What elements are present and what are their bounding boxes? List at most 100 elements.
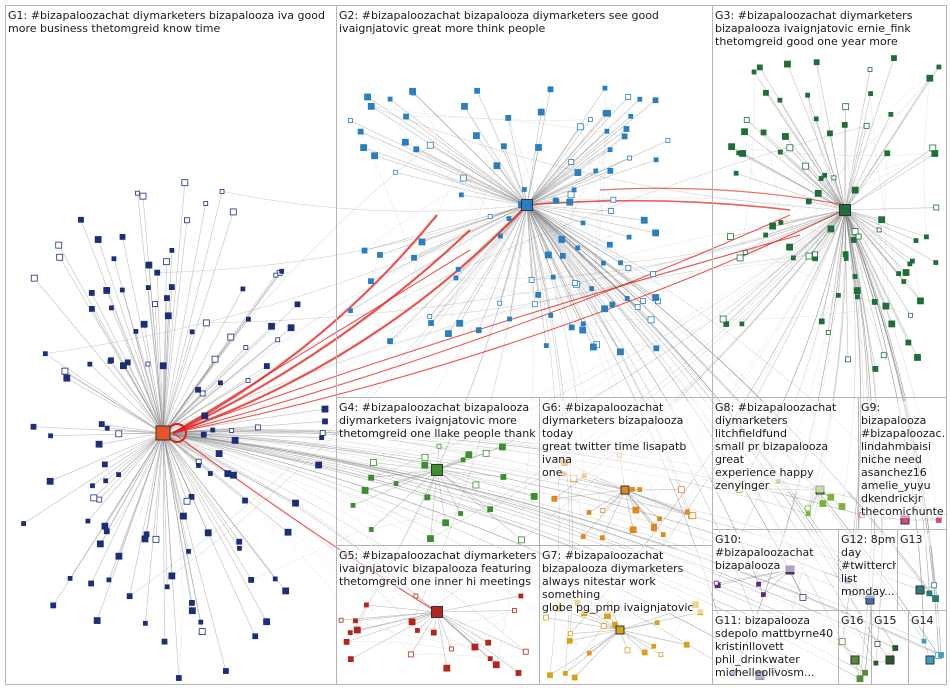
graph-node-g1[interactable] xyxy=(145,285,151,290)
graph-node-g3[interactable] xyxy=(868,91,873,96)
graph-node-g2[interactable] xyxy=(593,168,599,174)
graph-node-g3[interactable] xyxy=(827,225,835,233)
graph-node-g1[interactable] xyxy=(252,633,259,640)
graph-node-g2[interactable] xyxy=(652,294,660,301)
graph-node-g2[interactable] xyxy=(501,143,507,150)
graph-node-g3[interactable] xyxy=(763,89,769,96)
graph-node-g3[interactable] xyxy=(901,279,907,284)
graph-node-g3[interactable] xyxy=(813,116,819,122)
graph-node-g3[interactable] xyxy=(913,238,919,243)
graph-node-g1[interactable] xyxy=(200,431,207,438)
graph-node-g1[interactable] xyxy=(268,322,275,330)
graph-node-g3[interactable] xyxy=(736,254,744,262)
graph-node-g3[interactable] xyxy=(863,122,870,129)
graph-node-g7[interactable] xyxy=(600,623,607,630)
graph-node-g3[interactable] xyxy=(777,97,783,103)
graph-node-g1[interactable] xyxy=(210,427,216,433)
graph-node-g2[interactable] xyxy=(392,169,398,175)
hub-node-g16[interactable] xyxy=(850,655,860,665)
graph-node-g1[interactable] xyxy=(104,425,110,431)
graph-node-g3[interactable] xyxy=(867,67,873,72)
graph-node-g1[interactable] xyxy=(204,529,212,537)
graph-node-g1[interactable] xyxy=(168,572,176,580)
graph-node-g3[interactable] xyxy=(914,354,921,361)
graph-node-g3[interactable] xyxy=(855,294,860,300)
graph-node-g7[interactable] xyxy=(566,637,573,644)
graph-node-g4[interactable] xyxy=(436,443,442,449)
graph-node-g8[interactable] xyxy=(805,511,811,517)
graph-node-g1[interactable] xyxy=(315,461,323,469)
graph-node-g7[interactable] xyxy=(547,672,553,679)
graph-node-g6[interactable] xyxy=(651,525,657,532)
graph-node-g6[interactable] xyxy=(632,506,640,514)
graph-node-g1[interactable] xyxy=(164,312,172,320)
graph-node-g2[interactable] xyxy=(547,86,554,93)
graph-node-g1[interactable] xyxy=(319,435,325,440)
graph-node-g1[interactable] xyxy=(164,295,170,302)
graph-node-g3[interactable] xyxy=(872,366,879,372)
graph-node-g5[interactable] xyxy=(408,618,416,626)
graph-node-g1[interactable] xyxy=(94,236,102,243)
graph-node-g1[interactable] xyxy=(30,274,38,282)
graph-node-g3[interactable] xyxy=(719,315,727,323)
graph-node-g2[interactable] xyxy=(574,169,582,176)
graph-node-g16[interactable] xyxy=(862,669,868,676)
graph-node-g2[interactable] xyxy=(623,126,630,132)
graph-node-g2[interactable] xyxy=(567,191,575,199)
graph-node-g2[interactable] xyxy=(580,220,586,226)
graph-node-g1[interactable] xyxy=(202,319,210,327)
graph-node-g2[interactable] xyxy=(665,138,671,143)
graph-node-g13[interactable] xyxy=(932,595,939,602)
graph-node-g1[interactable] xyxy=(42,351,48,357)
graph-node-g1[interactable] xyxy=(103,528,110,535)
graph-node-g1[interactable] xyxy=(103,478,109,484)
graph-node-g1[interactable] xyxy=(240,286,246,292)
graph-node-g5[interactable] xyxy=(512,608,517,613)
hub-node-g6[interactable] xyxy=(620,485,630,495)
graph-node-g1[interactable] xyxy=(183,497,191,505)
graph-node-g1[interactable] xyxy=(88,580,95,587)
graph-node-g3[interactable] xyxy=(790,255,796,261)
graph-node-g7[interactable] xyxy=(658,652,664,658)
graph-node-g1[interactable] xyxy=(231,436,239,444)
graph-node-g2[interactable] xyxy=(360,144,368,151)
graph-node-g1[interactable] xyxy=(106,577,112,583)
graph-node-g15[interactable] xyxy=(874,641,881,647)
graph-node-g2[interactable] xyxy=(475,327,482,334)
graph-node-g1[interactable] xyxy=(145,261,153,269)
graph-node-g1[interactable] xyxy=(184,217,190,224)
graph-node-g2[interactable] xyxy=(552,197,559,204)
graph-node-g2[interactable] xyxy=(640,298,646,304)
graph-node-g7[interactable] xyxy=(571,674,578,681)
graph-node-g7[interactable] xyxy=(562,671,568,676)
graph-node-g1[interactable] xyxy=(203,201,209,206)
graph-node-g4[interactable] xyxy=(530,493,538,500)
graph-node-g1[interactable] xyxy=(21,521,27,526)
graph-node-g1[interactable] xyxy=(96,540,104,548)
graph-node-g2[interactable] xyxy=(401,138,409,146)
graph-node-g1[interactable] xyxy=(46,477,54,485)
graph-node-g1[interactable] xyxy=(67,576,73,581)
graph-node-g2[interactable] xyxy=(576,123,584,131)
graph-node-g1[interactable] xyxy=(254,424,261,431)
graph-node-g2[interactable] xyxy=(609,301,616,308)
graph-node-g1[interactable] xyxy=(201,412,209,420)
graph-node-g3[interactable] xyxy=(907,261,913,267)
group-box-g2[interactable] xyxy=(336,5,713,398)
graph-node-g3[interactable] xyxy=(888,111,894,117)
graph-node-g3[interactable] xyxy=(933,260,939,265)
graph-node-g2[interactable] xyxy=(537,108,545,116)
graph-node-g5[interactable] xyxy=(415,628,420,633)
graph-node-g3[interactable] xyxy=(841,121,848,128)
graph-node-g3[interactable] xyxy=(851,228,859,235)
graph-node-g1[interactable] xyxy=(124,359,131,366)
graph-node-g3[interactable] xyxy=(805,198,812,205)
graph-node-g3[interactable] xyxy=(760,129,767,136)
graph-node-g1[interactable] xyxy=(56,253,64,261)
graph-node-g6[interactable] xyxy=(657,516,662,522)
graph-node-g2[interactable] xyxy=(367,102,375,110)
graph-node-g1[interactable] xyxy=(98,421,105,428)
graph-node-g2[interactable] xyxy=(368,278,374,285)
graph-node-g3[interactable] xyxy=(751,69,757,75)
